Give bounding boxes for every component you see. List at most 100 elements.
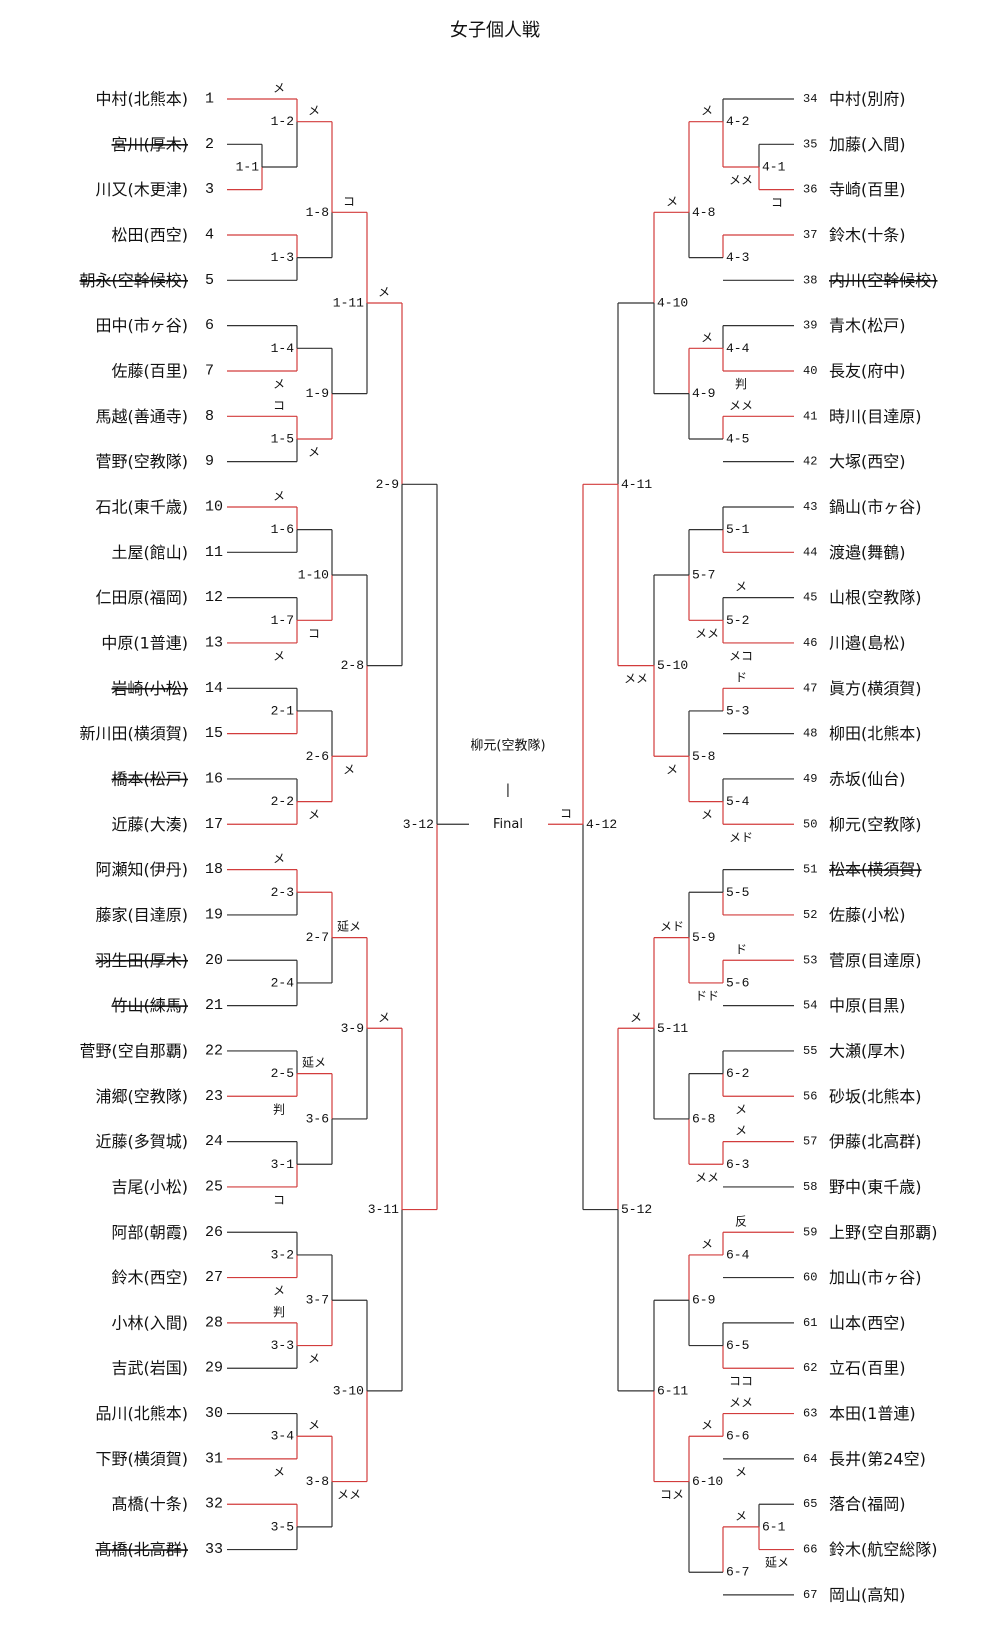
score-mark: メメ xyxy=(337,1488,361,1502)
score-mark: コ xyxy=(273,1193,285,1207)
match-label: 5-2 xyxy=(726,613,749,628)
player-name: 小林(入間) xyxy=(112,1313,189,1332)
champion-separator: | xyxy=(506,783,510,798)
player-number: 5 xyxy=(205,272,214,289)
player-name: 佐藤(小松) xyxy=(829,905,906,924)
match-label: 2-5 xyxy=(271,1066,294,1081)
score-mark: コメ xyxy=(660,1488,684,1502)
player-number: 52 xyxy=(803,908,817,922)
player-number: 16 xyxy=(205,770,223,787)
player-name: 野中(東千歳) xyxy=(829,1177,922,1196)
player-name: 眞方(横須賀) xyxy=(829,679,922,698)
player-number: 55 xyxy=(803,1044,817,1058)
match-label: 5-12 xyxy=(621,1202,652,1217)
match-label: 2-2 xyxy=(271,794,294,809)
bracket-text: 中村(北熊本)1宮川(厚木)2川又(木更津)3松田(西空)4朝永(空幹候校)5田… xyxy=(80,81,938,1604)
score-mark: コ xyxy=(343,194,355,208)
champion-name: 柳元(空教隊) xyxy=(470,738,545,754)
player-number: 10 xyxy=(205,498,223,515)
score-mark: メ xyxy=(308,808,320,822)
player-number: 33 xyxy=(205,1541,223,1558)
player-name: 松本(横須賀) xyxy=(829,860,922,879)
player-number: 47 xyxy=(803,681,817,695)
player-name: 吉武(岩国) xyxy=(112,1359,189,1378)
match-label: 3-10 xyxy=(333,1383,364,1398)
player-name: 菅原(目達原) xyxy=(829,951,922,970)
player-name: 寺崎(百里) xyxy=(829,180,906,199)
match-label: 2-9 xyxy=(376,477,399,492)
score-mark: メド xyxy=(729,830,753,844)
player-number: 17 xyxy=(205,816,223,833)
match-label: 3-5 xyxy=(271,1519,294,1534)
score-mark: メ xyxy=(308,104,320,118)
player-name: 菅野(空自那覇) xyxy=(80,1041,189,1060)
match-label: 3-11 xyxy=(368,1202,399,1217)
player-name: 内川(空幹候校) xyxy=(829,271,938,290)
score-mark: メ xyxy=(273,852,285,866)
match-label: 6-1 xyxy=(762,1519,786,1534)
match-label: 3-7 xyxy=(306,1293,329,1308)
score-mark: メ xyxy=(701,330,713,344)
match-label: 5-9 xyxy=(692,930,715,945)
player-name: 加山(市ヶ谷) xyxy=(829,1268,922,1287)
player-name: 鈴木(十条) xyxy=(829,225,906,244)
match-label: 2-8 xyxy=(341,658,364,673)
match-label: 2-4 xyxy=(271,975,295,990)
player-name: 中村(北熊本) xyxy=(96,90,189,109)
match-label: 2-3 xyxy=(271,885,294,900)
player-number: 14 xyxy=(205,680,223,697)
score-mark: メコ xyxy=(729,649,753,663)
player-name: 砂坂(北熊本) xyxy=(829,1087,922,1106)
player-name: 長井(第24空) xyxy=(829,1449,926,1468)
score-mark: メ xyxy=(273,649,285,663)
score-mark: メ xyxy=(273,1465,285,1479)
match-label: 5-3 xyxy=(726,703,749,718)
match-label: 4-11 xyxy=(621,477,652,492)
player-number: 58 xyxy=(803,1180,817,1194)
match-label: 1-3 xyxy=(271,250,294,265)
player-number: 35 xyxy=(803,137,817,151)
score-mark: メ xyxy=(308,445,320,459)
player-number: 27 xyxy=(205,1269,223,1286)
score-mark: メ xyxy=(308,1418,320,1432)
match-label: 5-5 xyxy=(726,885,749,900)
player-name: 吉尾(小松) xyxy=(112,1177,189,1196)
match-label: 3-2 xyxy=(271,1247,294,1262)
player-number: 67 xyxy=(803,1588,817,1602)
match-label: 6-5 xyxy=(726,1338,749,1353)
player-name: 近藤(多賀城) xyxy=(96,1132,189,1151)
player-number: 56 xyxy=(803,1089,817,1103)
score-mark: メ xyxy=(735,1124,747,1138)
score-mark: メ xyxy=(273,489,285,503)
match-label: 3-1 xyxy=(271,1157,295,1172)
score-mark: メ xyxy=(308,1352,320,1366)
player-number: 49 xyxy=(803,772,817,786)
match-label: 5-7 xyxy=(692,567,715,582)
score-mark: メメ xyxy=(729,173,753,187)
player-number: 57 xyxy=(803,1135,817,1149)
score-mark: メ xyxy=(735,580,747,594)
match-label: 5-1 xyxy=(726,522,750,537)
player-name: 青木(松戸) xyxy=(829,316,906,335)
score-mark: コ xyxy=(560,806,572,820)
player-name: 柳元(空教隊) xyxy=(829,815,922,834)
score-mark: メメ xyxy=(695,626,719,640)
player-number: 51 xyxy=(803,863,817,877)
match-label: 1-11 xyxy=(333,295,364,310)
match-label: 3-3 xyxy=(271,1338,294,1353)
player-number: 46 xyxy=(803,636,817,650)
score-mark: コ xyxy=(308,626,320,640)
player-name: 田中(市ヶ谷) xyxy=(96,316,189,335)
player-name: 阿部(朝霞) xyxy=(112,1223,189,1242)
player-number: 31 xyxy=(205,1450,223,1467)
player-number: 45 xyxy=(803,591,817,605)
match-label: 6-8 xyxy=(692,1111,715,1126)
player-number: 60 xyxy=(803,1271,817,1285)
player-number: 24 xyxy=(205,1133,223,1150)
player-number: 30 xyxy=(205,1405,223,1422)
player-number: 7 xyxy=(205,362,214,379)
player-name: 羽生田(厚木) xyxy=(96,951,189,970)
player-name: 土屋(館山) xyxy=(112,543,189,562)
match-label: 3-4 xyxy=(271,1429,295,1444)
